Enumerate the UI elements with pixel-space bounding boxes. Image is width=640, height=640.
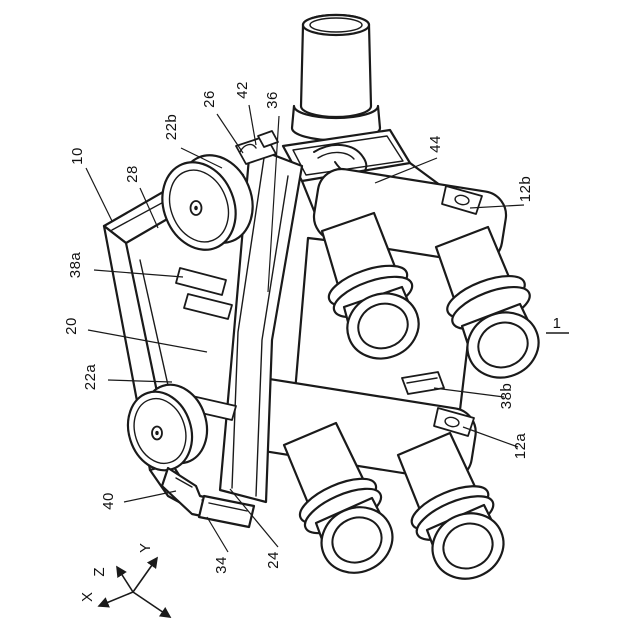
port-end-bore xyxy=(357,302,409,350)
step-plate-2 xyxy=(183,293,233,320)
bracket-12b-hole xyxy=(454,194,470,206)
disc-hub-dot xyxy=(155,430,159,436)
ref-label-12a: 12a xyxy=(512,433,529,460)
ref-label-22a: 22a xyxy=(82,364,99,391)
leader-lines xyxy=(85,104,569,553)
leader-28 xyxy=(139,187,159,229)
axis-arrow-y xyxy=(132,556,158,593)
bracket-12a-plate xyxy=(433,407,475,437)
ref-label-44: 44 xyxy=(427,135,444,153)
axis-label-z: Z xyxy=(91,567,108,576)
leader-12b xyxy=(469,204,525,209)
bracket-38b-plate xyxy=(401,371,445,395)
hose-port-lower-right xyxy=(396,431,505,580)
leader-22b xyxy=(180,147,223,169)
axis-arrow-se xyxy=(132,591,172,618)
axis-arrow-x xyxy=(97,591,134,608)
ref-label-26: 26 xyxy=(201,90,218,108)
ref-label-12b: 12b xyxy=(517,176,534,203)
leader-10 xyxy=(85,167,113,222)
ref-label-10: 10 xyxy=(69,147,86,165)
ref-label-20: 20 xyxy=(63,317,80,335)
foot-slot-1 xyxy=(175,477,193,488)
bracket-38b-line xyxy=(406,377,438,384)
axis-label-x: X xyxy=(79,592,96,602)
leader-38b xyxy=(433,387,505,398)
ref-label-36: 36 xyxy=(264,91,281,109)
port-end-bore xyxy=(477,321,529,369)
ref-label-24: 24 xyxy=(265,551,282,569)
bracket-12a xyxy=(433,407,475,437)
foot-pad-34 xyxy=(197,494,256,529)
bracket-12a-hole xyxy=(444,416,460,428)
ref-label-1: 1 xyxy=(553,315,562,332)
column-outline xyxy=(218,144,304,504)
clamp-assembly xyxy=(235,130,279,165)
pipe-flange xyxy=(290,104,382,142)
leader-40 xyxy=(123,490,177,503)
bracket-38b xyxy=(401,371,445,395)
ref-label-28: 28 xyxy=(124,165,141,183)
ref-label-34: 34 xyxy=(213,556,230,574)
leader-42 xyxy=(248,104,257,146)
leader-24 xyxy=(229,488,279,548)
leader-34 xyxy=(206,516,229,553)
ref-label-40: 40 xyxy=(100,492,117,510)
step-plate-1 xyxy=(175,267,227,296)
actuator-disc-upper xyxy=(161,154,254,251)
bracket-12b-plate xyxy=(441,185,483,215)
top-inlet-pipe xyxy=(290,13,382,142)
inner-hose-echo xyxy=(317,151,355,160)
port-end-bore xyxy=(331,516,383,564)
ref-label-42: 42 xyxy=(234,81,251,99)
leader-26 xyxy=(216,113,244,154)
leader-36 xyxy=(267,115,280,293)
disc-hub-dot xyxy=(194,205,198,211)
mounting-feet xyxy=(160,466,256,529)
reference-numerals: 10 28 22b 26 42 36 44 12b 38a 20 22a 38b… xyxy=(63,81,561,574)
step-bracket-38a xyxy=(175,267,233,320)
leader-22a xyxy=(107,379,173,383)
leader-20 xyxy=(87,329,208,353)
foot-pad-line xyxy=(208,502,248,512)
column-inner-left xyxy=(231,157,265,489)
hose-port-upper-right xyxy=(434,225,540,379)
axis-label-y: Y xyxy=(137,543,154,553)
leader-12a xyxy=(462,426,519,448)
ref-label-22b: 22b xyxy=(163,114,180,141)
ref-label-38a: 38a xyxy=(67,252,84,279)
coordinate-axes: Z Y X xyxy=(79,543,172,618)
leader-44 xyxy=(374,157,438,184)
actuator-disc-lower xyxy=(126,383,209,472)
axis-arrow-z xyxy=(116,565,134,593)
disc-face-inner xyxy=(168,169,230,243)
leader-38a xyxy=(93,269,184,278)
column-inner-right xyxy=(255,175,289,497)
hook-42 xyxy=(257,130,279,148)
port-end-bore xyxy=(442,522,494,570)
hose-port-upper-left xyxy=(320,211,420,360)
disc-face-inner xyxy=(133,397,187,465)
pipe-top-rim-inner xyxy=(309,17,363,33)
bracket-12b xyxy=(441,185,483,215)
ref-label-38b: 38b xyxy=(498,383,515,410)
column-bracket xyxy=(218,144,304,504)
hose-port-lower-left xyxy=(282,421,394,574)
